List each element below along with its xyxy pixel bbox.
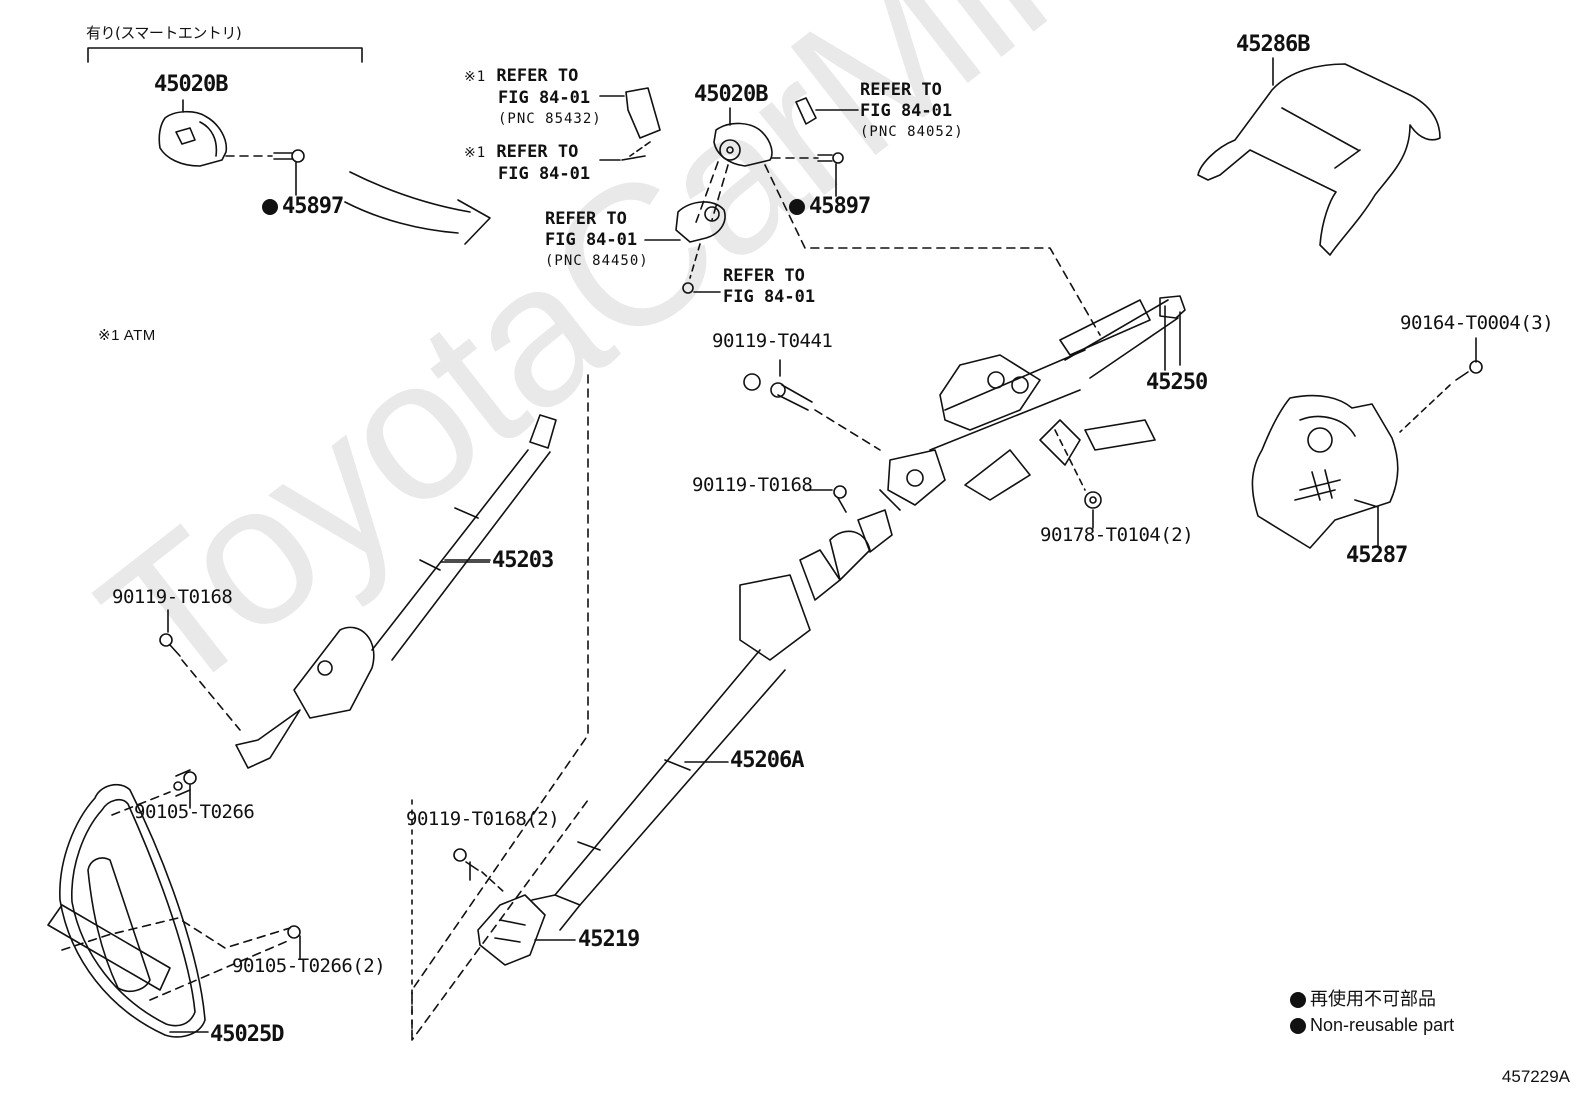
legend-item-jp: 再使用不可部品 [1290,986,1454,1012]
nut-drawing [1084,491,1102,529]
lower-shaft-boundary [411,374,589,1041]
part-label-90119-t0168-2[interactable]: 90119-T0168(2) [406,808,560,830]
part-label-90178-t0104[interactable]: 90178-T0104(2) [1040,524,1194,546]
ignition-switch-smart-drawing [158,99,305,196]
non-reusable-marker-icon [789,199,805,215]
non-reusable-marker-icon [1290,1018,1306,1035]
part-label-90119-t0168-column[interactable]: 90119-T0168 [692,474,813,496]
part-label-90119-t0441[interactable]: 90119-T0441 [712,330,833,352]
part-label-45203[interactable]: 45203 [492,548,554,573]
ignition-switch-drawing [599,87,1101,336]
part-label-90164-t0004[interactable]: 90164-T0004(3) [1400,312,1554,334]
upper-cover-drawing [1197,57,1441,256]
column-bolt-drawing [743,359,881,451]
refer-note-lock-screw[interactable]: REFER TO FIG 84-01 [723,266,816,307]
part-label-45286b[interactable]: 45286B [1236,32,1310,57]
part-label-45287[interactable]: 45287 [1346,543,1408,568]
lower-shaft-drawing [531,509,893,931]
column-bolt-small-drawing [807,485,847,513]
legend-item-en: Non-reusable part [1290,1012,1454,1038]
part-label-45020b[interactable]: 45020B [694,82,768,107]
refer-note-pnc-84052[interactable]: REFER TO FIG 84-01 (PNC 84052) [860,80,964,140]
part-label-90119-t0168-shaft[interactable]: 90119-T0168 [112,586,233,608]
shaft-bolt-drawing [159,609,241,731]
smart-entry-bracket [87,47,363,63]
refer-note-atm-screw[interactable]: ※1 REFER TO FIG 84-01 [464,142,591,184]
hole-cover-drawing [47,769,301,1038]
refer-note-pnc-85432[interactable]: ※1 REFER TO FIG 84-01 (PNC 85432) [464,66,602,127]
smart-entry-note: 有り(スマートエントリ) [86,24,242,42]
refer-note-pnc-84450[interactable]: REFER TO FIG 84-01 (PNC 84450) [545,209,649,269]
lower-cover-drawing [1251,337,1483,549]
part-label-45025d[interactable]: 45025D [210,1022,284,1047]
part-label-45250[interactable]: 45250 [1146,370,1208,395]
non-reusable-marker-icon [262,199,278,215]
figure-number: 457229A [1501,1067,1570,1086]
atm-footnote: ※1 ATM [98,327,156,344]
legend: 再使用不可部品 Non-reusable part [1290,986,1454,1038]
part-label-45897[interactable]: 45897 [789,196,871,218]
part-label-45897-smart[interactable]: 45897 [262,196,344,218]
non-reusable-marker-icon [1290,992,1306,1009]
steering-column-drawing [879,295,1186,511]
part-label-90105-t0266-2[interactable]: 90105-T0266(2) [232,955,386,977]
transition-arrow [344,171,491,245]
part-label-90105-t0266[interactable]: 90105-T0266 [134,801,255,823]
intermediate-shaft-drawing [235,414,557,769]
part-label-45206a[interactable]: 45206A [730,748,804,773]
clamp-drawing [453,848,576,966]
part-label-45020b-smart[interactable]: 45020B [154,72,228,97]
part-label-45219[interactable]: 45219 [578,927,640,952]
